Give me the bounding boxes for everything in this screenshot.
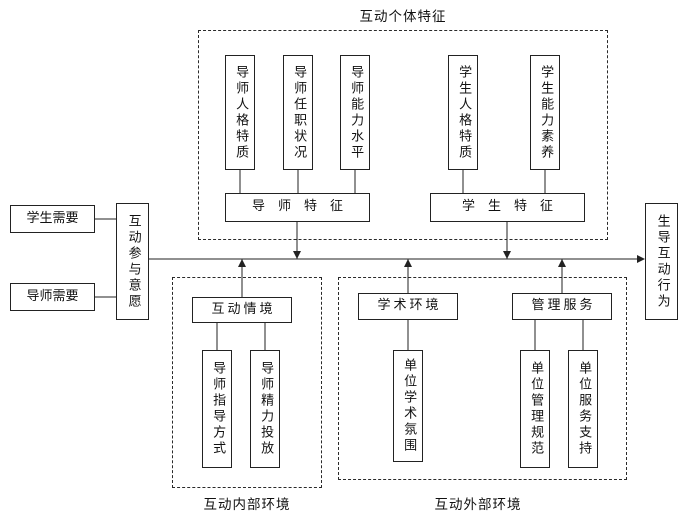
group-individual-traits-label: 互动个体特征	[359, 9, 447, 25]
node-mentor-position: 导师任职状况	[283, 55, 313, 170]
node-student-personality: 学生人格特质	[448, 55, 478, 170]
node-service-support: 单位服务支持	[568, 350, 598, 468]
node-academic-env: 学术环境	[358, 293, 458, 320]
node-interaction-context: 互动情境	[192, 297, 292, 323]
node-mentor-need: 导师需要	[10, 283, 95, 311]
node-participation-willingness: 互动参与意愿	[116, 203, 149, 320]
node-student-ability: 学生能力素养	[530, 55, 560, 170]
node-energy-investment: 导师精力投放	[250, 350, 280, 468]
node-mentor-personality: 导师人格特质	[225, 55, 255, 170]
node-academic-atmosphere: 单位学术氛围	[393, 350, 423, 462]
arrowhead	[238, 251, 645, 267]
node-mentor-ability: 导师能力水平	[340, 55, 370, 170]
group-external-env-label: 互动外部环境	[434, 497, 522, 513]
node-management-norms: 单位管理规范	[520, 350, 550, 468]
node-interaction-behavior: 生导互动行为	[645, 203, 678, 320]
node-student-need: 学生需要	[10, 205, 95, 233]
group-internal-env-label: 互动内部环境	[203, 497, 291, 513]
node-guidance-style: 导师指导方式	[202, 350, 232, 468]
node-student-traits: 学生特征	[430, 193, 585, 222]
node-management-service: 管理服务	[512, 293, 612, 320]
node-mentor-traits: 导师特征	[225, 193, 370, 222]
